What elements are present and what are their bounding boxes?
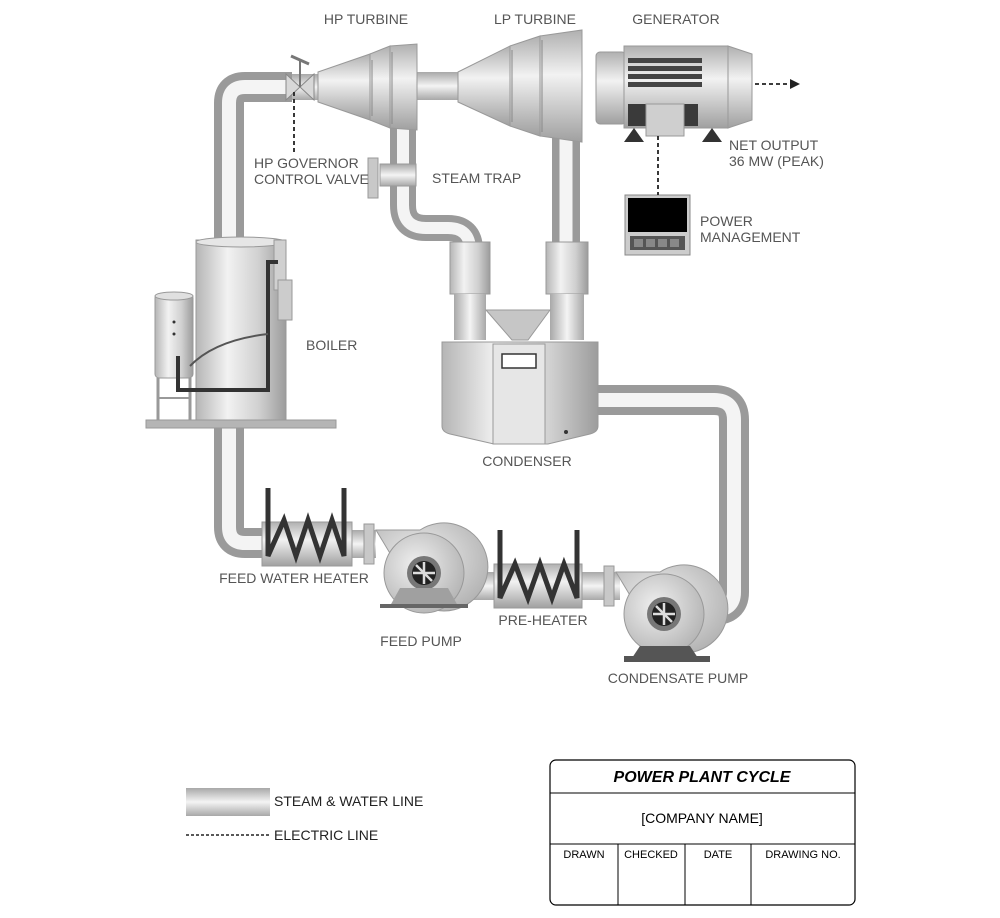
generator bbox=[595, 45, 753, 142]
boiler-label: BOILER bbox=[306, 337, 357, 353]
condenser-label: CONDENSER bbox=[482, 453, 571, 469]
title-block: POWER PLANT CYCLE [COMPANY NAME] DRAWN C… bbox=[549, 759, 856, 906]
component-labels: HP TURBINE LP TURBINE GENERATOR HP GOVER… bbox=[219, 11, 824, 686]
hp-governor-label-2: CONTROL VALVE bbox=[254, 171, 369, 187]
power-management-label-2: MANAGEMENT bbox=[700, 229, 801, 245]
condenser bbox=[441, 241, 599, 445]
hp-governor-control-valve bbox=[285, 54, 315, 102]
condensate-pump-label: CONDENSATE PUMP bbox=[608, 670, 749, 686]
title-block-title: POWER PLANT CYCLE bbox=[614, 769, 792, 786]
steam-trap-label: STEAM TRAP bbox=[432, 170, 521, 186]
power-management-unit bbox=[624, 194, 691, 256]
generator-label: GENERATOR bbox=[632, 11, 719, 27]
generator-cooling-fins bbox=[628, 58, 702, 87]
legend: STEAM & WATER LINE ELECTRIC LINE bbox=[186, 788, 423, 843]
legend-steam-water-label: STEAM & WATER LINE bbox=[274, 793, 423, 809]
hp-governor-label-1: HP GOVERNOR bbox=[254, 155, 359, 171]
lp-turbine bbox=[457, 29, 583, 143]
steam-trap bbox=[367, 157, 417, 199]
title-block-company: [COMPANY NAME] bbox=[641, 810, 763, 826]
net-output-label-1: NET OUTPUT bbox=[729, 137, 819, 153]
legend-steam-water-swatch bbox=[186, 788, 270, 816]
hp-turbine-label: HP TURBINE bbox=[324, 11, 408, 27]
feed-pump bbox=[375, 522, 489, 614]
condensate-pump bbox=[615, 564, 729, 662]
title-block-col-date: DATE bbox=[704, 849, 733, 861]
steam-water-pipes bbox=[214, 72, 749, 625]
pre-heater-label: PRE-HEATER bbox=[498, 612, 587, 628]
lp-turbine-label: LP TURBINE bbox=[494, 11, 576, 27]
legend-electric-label: ELECTRIC LINE bbox=[274, 827, 378, 843]
feed-pump-label: FEED PUMP bbox=[380, 633, 462, 649]
feed-water-heater bbox=[261, 488, 353, 567]
pre-heater bbox=[493, 530, 583, 609]
net-output-arrow-icon bbox=[790, 79, 800, 89]
feed-water-heater-label: FEED WATER HEATER bbox=[219, 570, 369, 586]
electric-lines bbox=[293, 79, 800, 195]
title-block-col-drawing-no: DRAWING NO. bbox=[765, 849, 840, 861]
title-block-col-checked: CHECKED bbox=[624, 849, 678, 861]
hp-turbine bbox=[317, 43, 418, 131]
boiler bbox=[145, 236, 337, 429]
title-block-col-drawn: DRAWN bbox=[563, 849, 604, 861]
net-output-label-2: 36 MW (PEAK) bbox=[729, 153, 824, 169]
power-management-label-1: POWER bbox=[700, 213, 753, 229]
